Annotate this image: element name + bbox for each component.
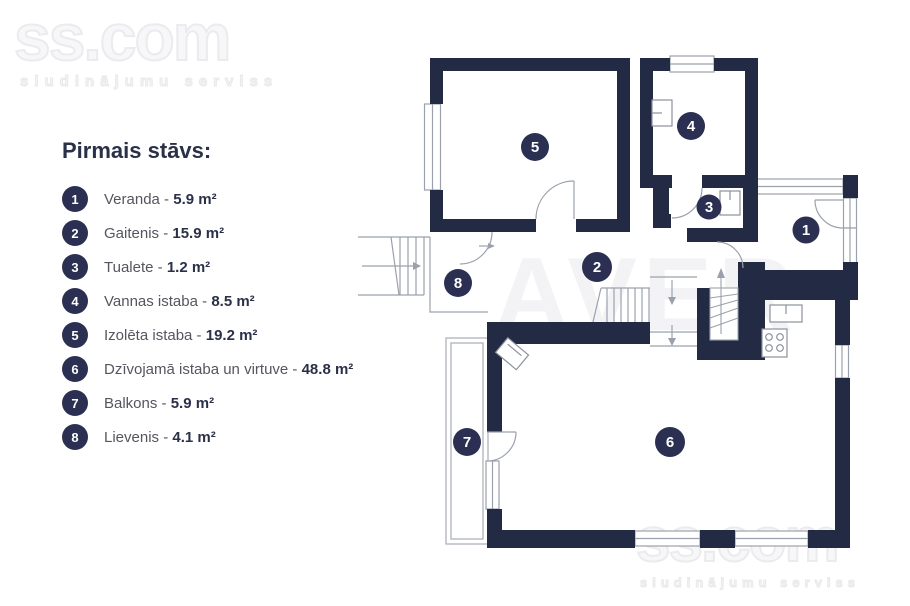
sscom-logo-subtitle: sludinājumu serviss bbox=[19, 73, 279, 90]
main-staircase bbox=[592, 276, 697, 347]
legend-item-4: 4 Vannas istaba - 8.5 m² bbox=[62, 288, 353, 314]
room-number-badge: 7 bbox=[62, 390, 88, 416]
room-marker-6: 6 bbox=[655, 427, 685, 457]
legend-item-5: 5 Izolēta istaba - 19.2 m² bbox=[62, 322, 353, 348]
fixtures bbox=[494, 99, 803, 371]
svg-text:5: 5 bbox=[531, 139, 539, 156]
svg-text:7: 7 bbox=[463, 434, 471, 451]
svg-text:1: 1 bbox=[802, 222, 810, 239]
room-label: Tualete - 1.2 m² bbox=[104, 258, 211, 276]
room-label: Lievenis - 4.1 m² bbox=[104, 428, 216, 446]
room-marker-4: 4 bbox=[677, 112, 705, 140]
sscom-logo-subtitle: sludinājumu serviss bbox=[640, 575, 860, 590]
winder-staircase bbox=[709, 268, 739, 341]
room-marker-2: 2 bbox=[582, 252, 612, 282]
svg-text:4: 4 bbox=[687, 118, 696, 135]
exterior-steps bbox=[358, 236, 488, 313]
room-label: Gaitenis - 15.9 m² bbox=[104, 224, 225, 242]
porch-door bbox=[459, 231, 495, 265]
legend-title: Pirmais stāvs: bbox=[62, 138, 212, 163]
kitchen-sink bbox=[769, 304, 803, 323]
sscom-logo-text: ss.com bbox=[13, 0, 232, 74]
room-markers: 1 2 3 4 5 6 7 bbox=[444, 112, 820, 457]
room-number-badge: 3 bbox=[62, 254, 88, 280]
room-marker-1: 1 bbox=[792, 216, 820, 244]
svg-text:6: 6 bbox=[666, 434, 674, 451]
room-number-badge: 4 bbox=[62, 288, 88, 314]
room-label: Vannas istaba - 8.5 m² bbox=[104, 292, 255, 310]
room-number-badge: 6 bbox=[62, 356, 88, 382]
legend-item-8: 8 Lievenis - 4.1 m² bbox=[62, 424, 353, 450]
bathroom-sink bbox=[651, 99, 673, 127]
svg-text:8: 8 bbox=[454, 275, 462, 292]
balcony-outline bbox=[445, 337, 489, 545]
room-marker-8: 8 bbox=[444, 269, 472, 297]
legend-item-6: 6 Dzīvojamā istaba un virtuve - 48.8 m² bbox=[62, 356, 353, 382]
corner-furniture bbox=[494, 336, 530, 371]
toilet-fixture bbox=[719, 190, 741, 216]
room-label: Izolēta istaba - 19.2 m² bbox=[104, 326, 258, 344]
room-legend: Pirmais stāvs: 1 Veranda - 5.9 m² 2 Gait… bbox=[62, 138, 353, 458]
room-label: Balkons - 5.9 m² bbox=[104, 394, 215, 412]
room-label: Veranda - 5.9 m² bbox=[104, 190, 217, 208]
stove bbox=[761, 328, 788, 358]
room-number-badge: 2 bbox=[62, 220, 88, 246]
walls bbox=[430, 58, 858, 548]
legend-item-3: 3 Tualete - 1.2 m² bbox=[62, 254, 353, 280]
room-marker-3: 3 bbox=[696, 194, 722, 220]
legend-item-2: 2 Gaitenis - 15.9 m² bbox=[62, 220, 353, 246]
svg-text:2: 2 bbox=[593, 259, 601, 276]
room-number-badge: 1 bbox=[62, 186, 88, 212]
room-number-badge: 5 bbox=[62, 322, 88, 348]
legend-item-1: 1 Veranda - 5.9 m² bbox=[62, 186, 353, 212]
legend-item-7: 7 Balkons - 5.9 m² bbox=[62, 390, 353, 416]
sscom-watermark-top-left: ss.com sludinājumu serviss bbox=[13, 0, 279, 90]
room-marker-5: 5 bbox=[521, 133, 549, 161]
room-label: Dzīvojamā istaba un virtuve - 48.8 m² bbox=[104, 360, 354, 378]
svg-text:3: 3 bbox=[705, 199, 713, 216]
doors bbox=[486, 180, 844, 462]
room-marker-7: 7 bbox=[453, 428, 481, 456]
room-number-badge: 8 bbox=[62, 424, 88, 450]
